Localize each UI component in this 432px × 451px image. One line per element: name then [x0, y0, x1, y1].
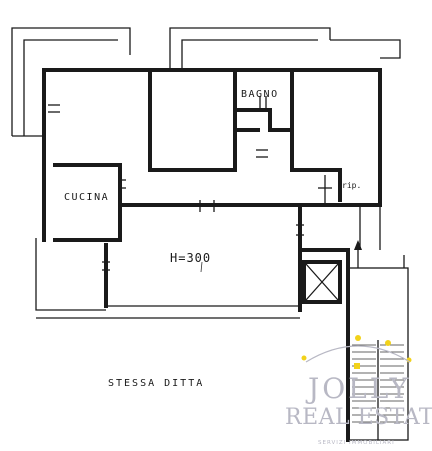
closet-label: rip.	[342, 181, 361, 190]
stair-arrow-icon	[354, 240, 362, 250]
lift-shaft	[302, 260, 342, 304]
bath-label: BAGNO	[241, 89, 279, 100]
note-label: STESSA DITTA	[108, 378, 204, 389]
watermark-logo	[301, 335, 412, 369]
opening-marks	[48, 96, 332, 271]
exterior-walls	[42, 68, 382, 312]
watermark-line2: REAL ESTATE	[285, 405, 432, 430]
kitchen-label: CUCINA	[64, 192, 109, 203]
interior-walls	[53, 70, 342, 207]
stair-core	[298, 205, 409, 442]
lower-terrace	[35, 238, 300, 319]
balcony-outlines	[11, 27, 401, 137]
watermark: JOLLY REAL ESTATE SERVIZI IMMOBILIARI	[285, 335, 432, 446]
watermark-line1: JOLLY	[305, 372, 411, 405]
watermark-line3: SERVIZI IMMOBILIARI	[318, 440, 395, 446]
height-label: H=300	[170, 251, 211, 265]
